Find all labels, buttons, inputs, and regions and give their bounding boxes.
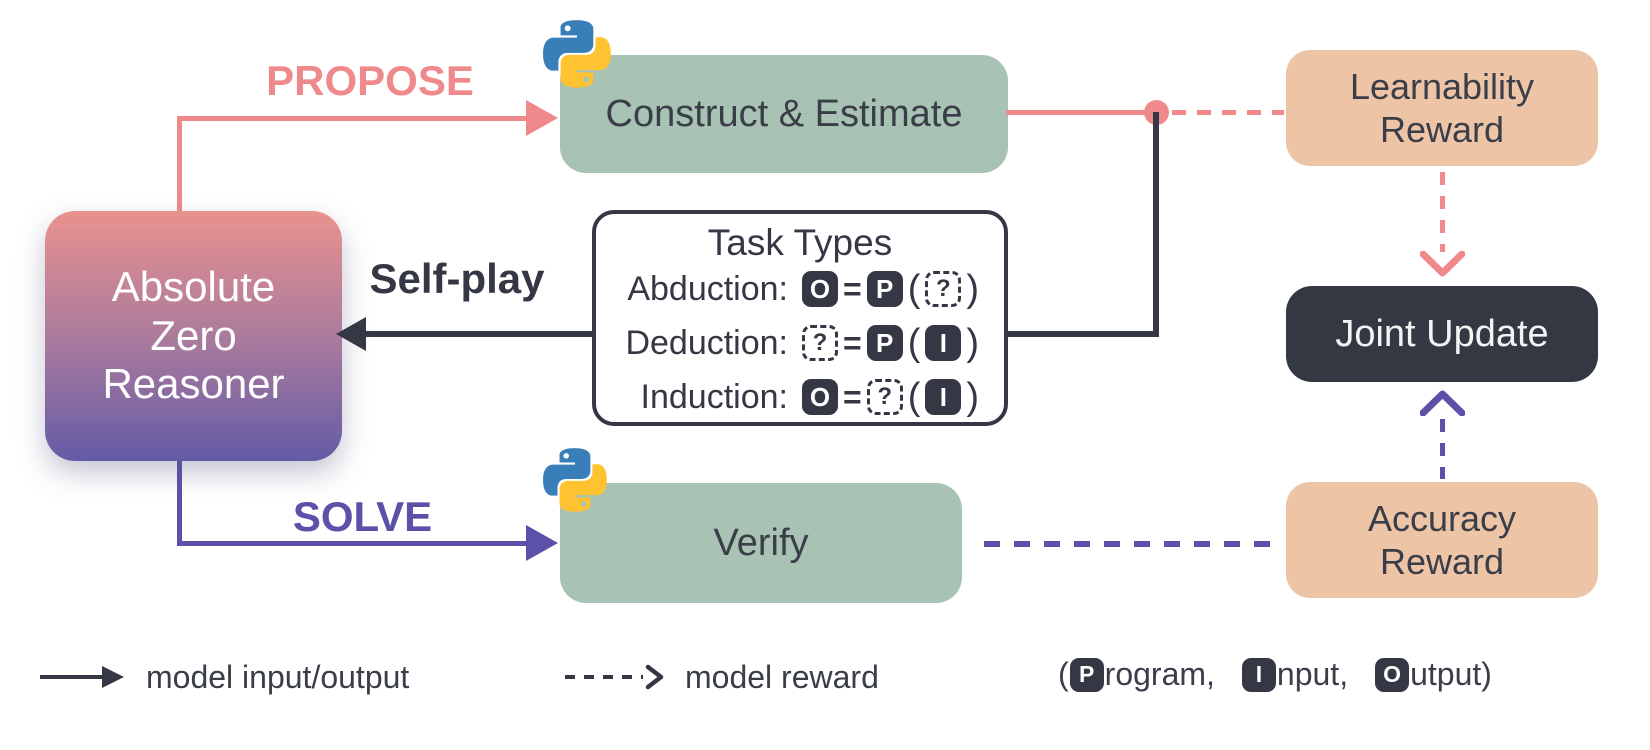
propose-label: PROPOSE: [266, 57, 474, 104]
unknown-chip: ?: [925, 271, 962, 307]
task-row-induction: Induction: O = ? ( I ): [596, 370, 1004, 424]
legend-dashed-arrowhead-icon: [645, 664, 664, 690]
program-chip: P: [866, 271, 903, 307]
unknown-chip: ?: [866, 379, 903, 415]
solve-arrowhead-icon: [526, 525, 558, 561]
output-chip: O: [1375, 657, 1410, 692]
solve-line-vertical: [177, 461, 182, 545]
task-types-box: Task Types Abduction: O = P ( ? ) Deduct…: [592, 210, 1008, 426]
propose-line-vertical: [177, 117, 182, 213]
program-chip: P: [866, 325, 903, 361]
output-rest: utput): [1410, 656, 1492, 692]
construct-output-line: [1006, 110, 1152, 115]
induction-label: Induction:: [640, 377, 788, 416]
legend-solid-label: model input/output: [146, 659, 410, 695]
input-rest: nput,: [1276, 656, 1349, 692]
node-learnability-reward: Learnability Reward: [1286, 50, 1598, 166]
program-chip: P: [1069, 657, 1104, 692]
input-chip: I: [925, 325, 962, 361]
solve-label: SOLVE: [292, 493, 433, 540]
abduction-label: Abduction:: [627, 269, 788, 308]
node-joint-update: Joint Update: [1286, 286, 1598, 382]
induction-equation: O = ? ( I ): [802, 376, 979, 419]
legend-notation: ( P rogram, I nput, O utput): [1058, 656, 1492, 693]
accuracy-to-joint-dashed-line: [1440, 419, 1445, 479]
self-play-arrowhead-icon: [336, 317, 366, 351]
open-paren: (: [1058, 656, 1069, 692]
junction-line-vertical: [1153, 112, 1159, 337]
node-absolute-zero-reasoner: Absolute Zero Reasoner: [45, 211, 342, 461]
construct-estimate-label: Construct & Estimate: [605, 92, 963, 135]
legend-solid-arrow-line: [40, 675, 104, 679]
program-rest: rogram,: [1104, 656, 1215, 692]
junction-line-horizontal: [1006, 331, 1159, 337]
accuracy-reward-label: Accuracy Reward: [1367, 497, 1517, 582]
output-chip: O: [802, 271, 838, 307]
unknown-chip: ?: [802, 325, 838, 361]
learnability-to-joint-dashed-line: [1440, 172, 1445, 252]
verify-label: Verify: [713, 521, 809, 564]
deduction-equation: ? = P ( I ): [802, 322, 979, 365]
up-chevron-arrowhead-icon: [1420, 390, 1465, 416]
self-play-line: [362, 331, 592, 337]
output-chip: O: [802, 379, 838, 415]
task-row-deduction: Deduction: ? = P ( I ): [596, 316, 1004, 370]
propose-line-horizontal: [177, 116, 527, 121]
accuracy-reward-dashed-line: [984, 541, 1284, 547]
legend-solid-arrowhead-icon: [102, 666, 124, 688]
task-types-rows: Abduction: O = P ( ? ) Deduction: ? = P …: [596, 262, 1004, 424]
node-construct-estimate: Construct & Estimate: [560, 55, 1008, 173]
learnability-reward-label: Learnability Reward: [1349, 65, 1535, 150]
reasoner-label: Absolute Zero Reasoner: [102, 262, 285, 408]
self-play-label: Self-play: [369, 255, 545, 302]
python-icon: [543, 448, 607, 512]
node-accuracy-reward: Accuracy Reward: [1286, 482, 1598, 598]
task-types-title: Task Types: [707, 222, 893, 263]
abduction-equation: O = P ( ? ): [802, 268, 979, 311]
learnability-reward-dashed-line: [1172, 110, 1284, 115]
python-icon: [543, 20, 611, 88]
input-chip: I: [1241, 657, 1276, 692]
solve-line-horizontal: [177, 541, 527, 546]
task-row-abduction: Abduction: O = P ( ? ): [596, 262, 1004, 316]
node-verify: Verify: [560, 483, 962, 603]
input-chip: I: [925, 379, 962, 415]
legend-dashed-label: model reward: [685, 659, 879, 695]
down-chevron-arrowhead-icon: [1420, 251, 1465, 277]
propose-arrowhead-icon: [526, 100, 558, 136]
deduction-label: Deduction:: [625, 323, 788, 362]
joint-update-label: Joint Update: [1335, 312, 1549, 355]
legend-dashed-arrow-line: [565, 675, 643, 679]
